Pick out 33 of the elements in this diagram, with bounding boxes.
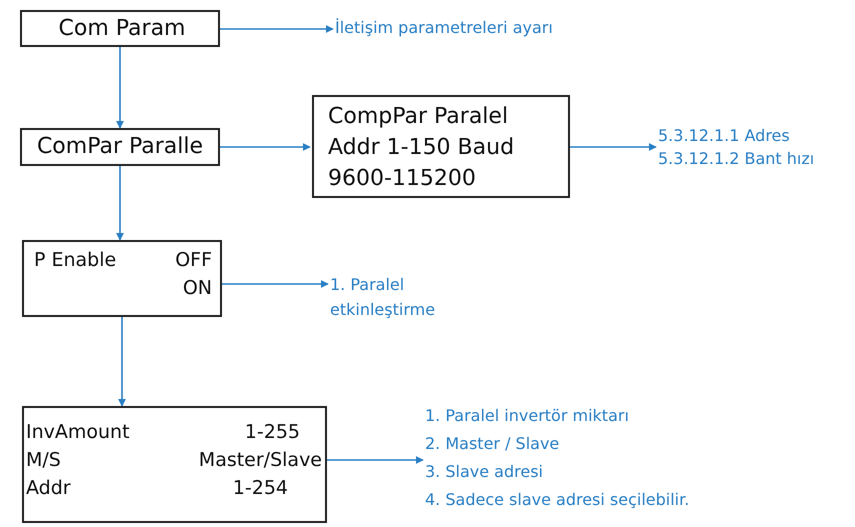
menu-screen-box	[312, 95, 570, 198]
arrow	[222, 280, 329, 288]
screen-text: ON	[182, 276, 212, 301]
screen-text: ComPar Paralle	[36, 133, 204, 161]
description-text: 1. Paralel etkinleştirme	[330, 274, 436, 321]
screen-text: M/S	[26, 448, 61, 473]
description-text: 2. Master / Slave	[425, 433, 560, 455]
arrow	[327, 456, 424, 464]
screen-text: Master/Slave	[198, 448, 322, 473]
screen-text: InvAmount	[26, 420, 130, 445]
arrow	[570, 143, 657, 151]
screen-text: CompPar Paralel Addr 1-150 Baud 9600-115200	[328, 103, 516, 193]
menu-screen-box	[20, 10, 220, 47]
arrow	[116, 166, 124, 241]
screen-text: Com Param	[58, 15, 186, 43]
menu-screen-box	[20, 128, 220, 166]
description-text: 1. Paralel invertör miktarı	[425, 405, 629, 427]
arrow	[116, 47, 124, 129]
screen-text: 1-254	[232, 476, 288, 501]
arrow	[220, 143, 311, 151]
screen-text: P Enable	[34, 248, 116, 273]
screen-text: OFF	[175, 248, 212, 273]
description-text: İletişim parametreleri ayarı	[335, 17, 553, 39]
arrow	[118, 317, 126, 407]
description-text: 3. Slave adresi	[425, 461, 543, 483]
description-text: 4. Sadece slave adresi seçilebilir.	[425, 489, 690, 511]
description-text: 5.3.12.1.1 Adres	[658, 125, 790, 147]
arrow	[220, 25, 334, 33]
screen-text: 1-255	[244, 420, 300, 445]
description-text: 5.3.12.1.2 Bant hızı	[658, 148, 814, 170]
screen-text: Addr	[26, 476, 71, 501]
menu-screen-box	[22, 406, 327, 523]
menu-screen-box	[22, 240, 222, 317]
